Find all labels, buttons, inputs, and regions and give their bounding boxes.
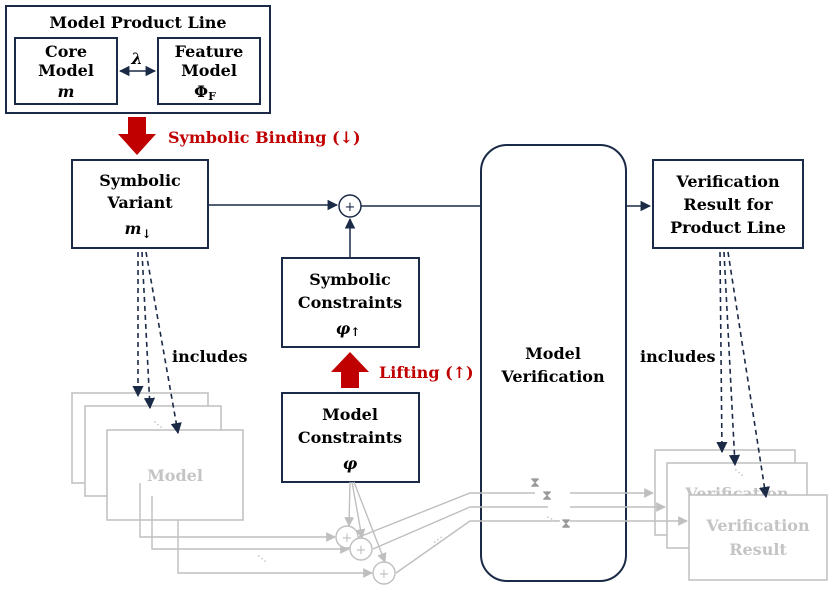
plus-combine-node: + [338, 194, 362, 218]
feature-model-symbol: ΦF [194, 82, 216, 103]
includes-arrows-left [132, 251, 182, 435]
symbolic-variant-box: Symbolic Variant m↓ [71, 159, 209, 249]
symbolic-binding-label: Symbolic Binding (↓) [168, 128, 361, 147]
symbolic-constraints-symbol: φ↑ [336, 319, 361, 339]
gray-plus-1: + [342, 531, 353, 546]
symbolic-constraints-line2: Constraints [298, 293, 402, 312]
lifting-label: Lifting (↑) [379, 363, 474, 382]
core-model-symbol: m [58, 82, 75, 101]
symbolic-variant-symbol: m↓ [125, 219, 152, 241]
product-line-title: Model Product Line [49, 13, 226, 32]
model-variant-stack: Model … [71, 392, 244, 521]
model-verification-line2: Verification [500, 367, 605, 386]
gray-hourglass-3: ⧗ [561, 516, 571, 532]
flow-ellipsis-3: … [545, 507, 562, 525]
core-model-line1: Core [45, 42, 87, 61]
vr-pl-line1: Verification [675, 172, 780, 191]
gray-plus-nodes: + + + [335, 525, 396, 585]
symbolic-constraints-box: Symbolic Constraints φ↑ [281, 257, 420, 348]
feature-model-box: Feature Model ΦF [157, 37, 261, 105]
core-model-box: Core Model m [14, 37, 118, 105]
gray-variant-flows [139, 481, 688, 578]
flow-ellipsis-2: … [427, 528, 445, 546]
verification-result-stack: Verification Verification Result … [654, 449, 828, 581]
symbolic-variant-line2: Variant [106, 193, 173, 212]
feature-model-line2: Model [181, 61, 237, 80]
gray-plus-2: + [356, 543, 367, 558]
gray-hourglass-2: ⧗ [542, 488, 552, 504]
lifting-arrow [331, 352, 369, 388]
plus-symbol: + [345, 200, 356, 215]
core-model-line2: Model [38, 61, 94, 80]
verification-result-product-line-box: Verification Result for Product Line [652, 159, 804, 249]
feature-model-line1: Feature [175, 42, 244, 61]
gray-plus-3: + [379, 567, 390, 582]
model-constraints-box: Model Constraints φ [281, 392, 420, 483]
symbolic-variant-line1: Symbolic [99, 171, 181, 190]
model-verification-line1: Model [525, 344, 581, 363]
verification-stack-line1: Verification [705, 516, 810, 535]
gray-hourglass-1: ⧗ [530, 475, 540, 491]
lambda-label: λ [130, 49, 142, 68]
vr-pl-line2: Result for [683, 195, 773, 214]
includes-left-label: includes [172, 347, 248, 366]
symbolic-binding-arrow [118, 117, 156, 155]
model-verification-box: Model Verification [480, 144, 627, 582]
verification-stack-line2: Result [729, 540, 787, 559]
model-stack-label: Model [147, 466, 203, 485]
model-constraints-line2: Constraints [298, 428, 402, 447]
symbolic-constraints-line1: Symbolic [309, 270, 391, 289]
vr-pl-line3: Product Line [670, 218, 786, 237]
includes-right-label: includes [640, 347, 716, 366]
includes-arrows-right [716, 251, 770, 499]
model-constraints-line1: Model [322, 405, 378, 424]
model-constraints-symbol: φ [343, 454, 358, 473]
